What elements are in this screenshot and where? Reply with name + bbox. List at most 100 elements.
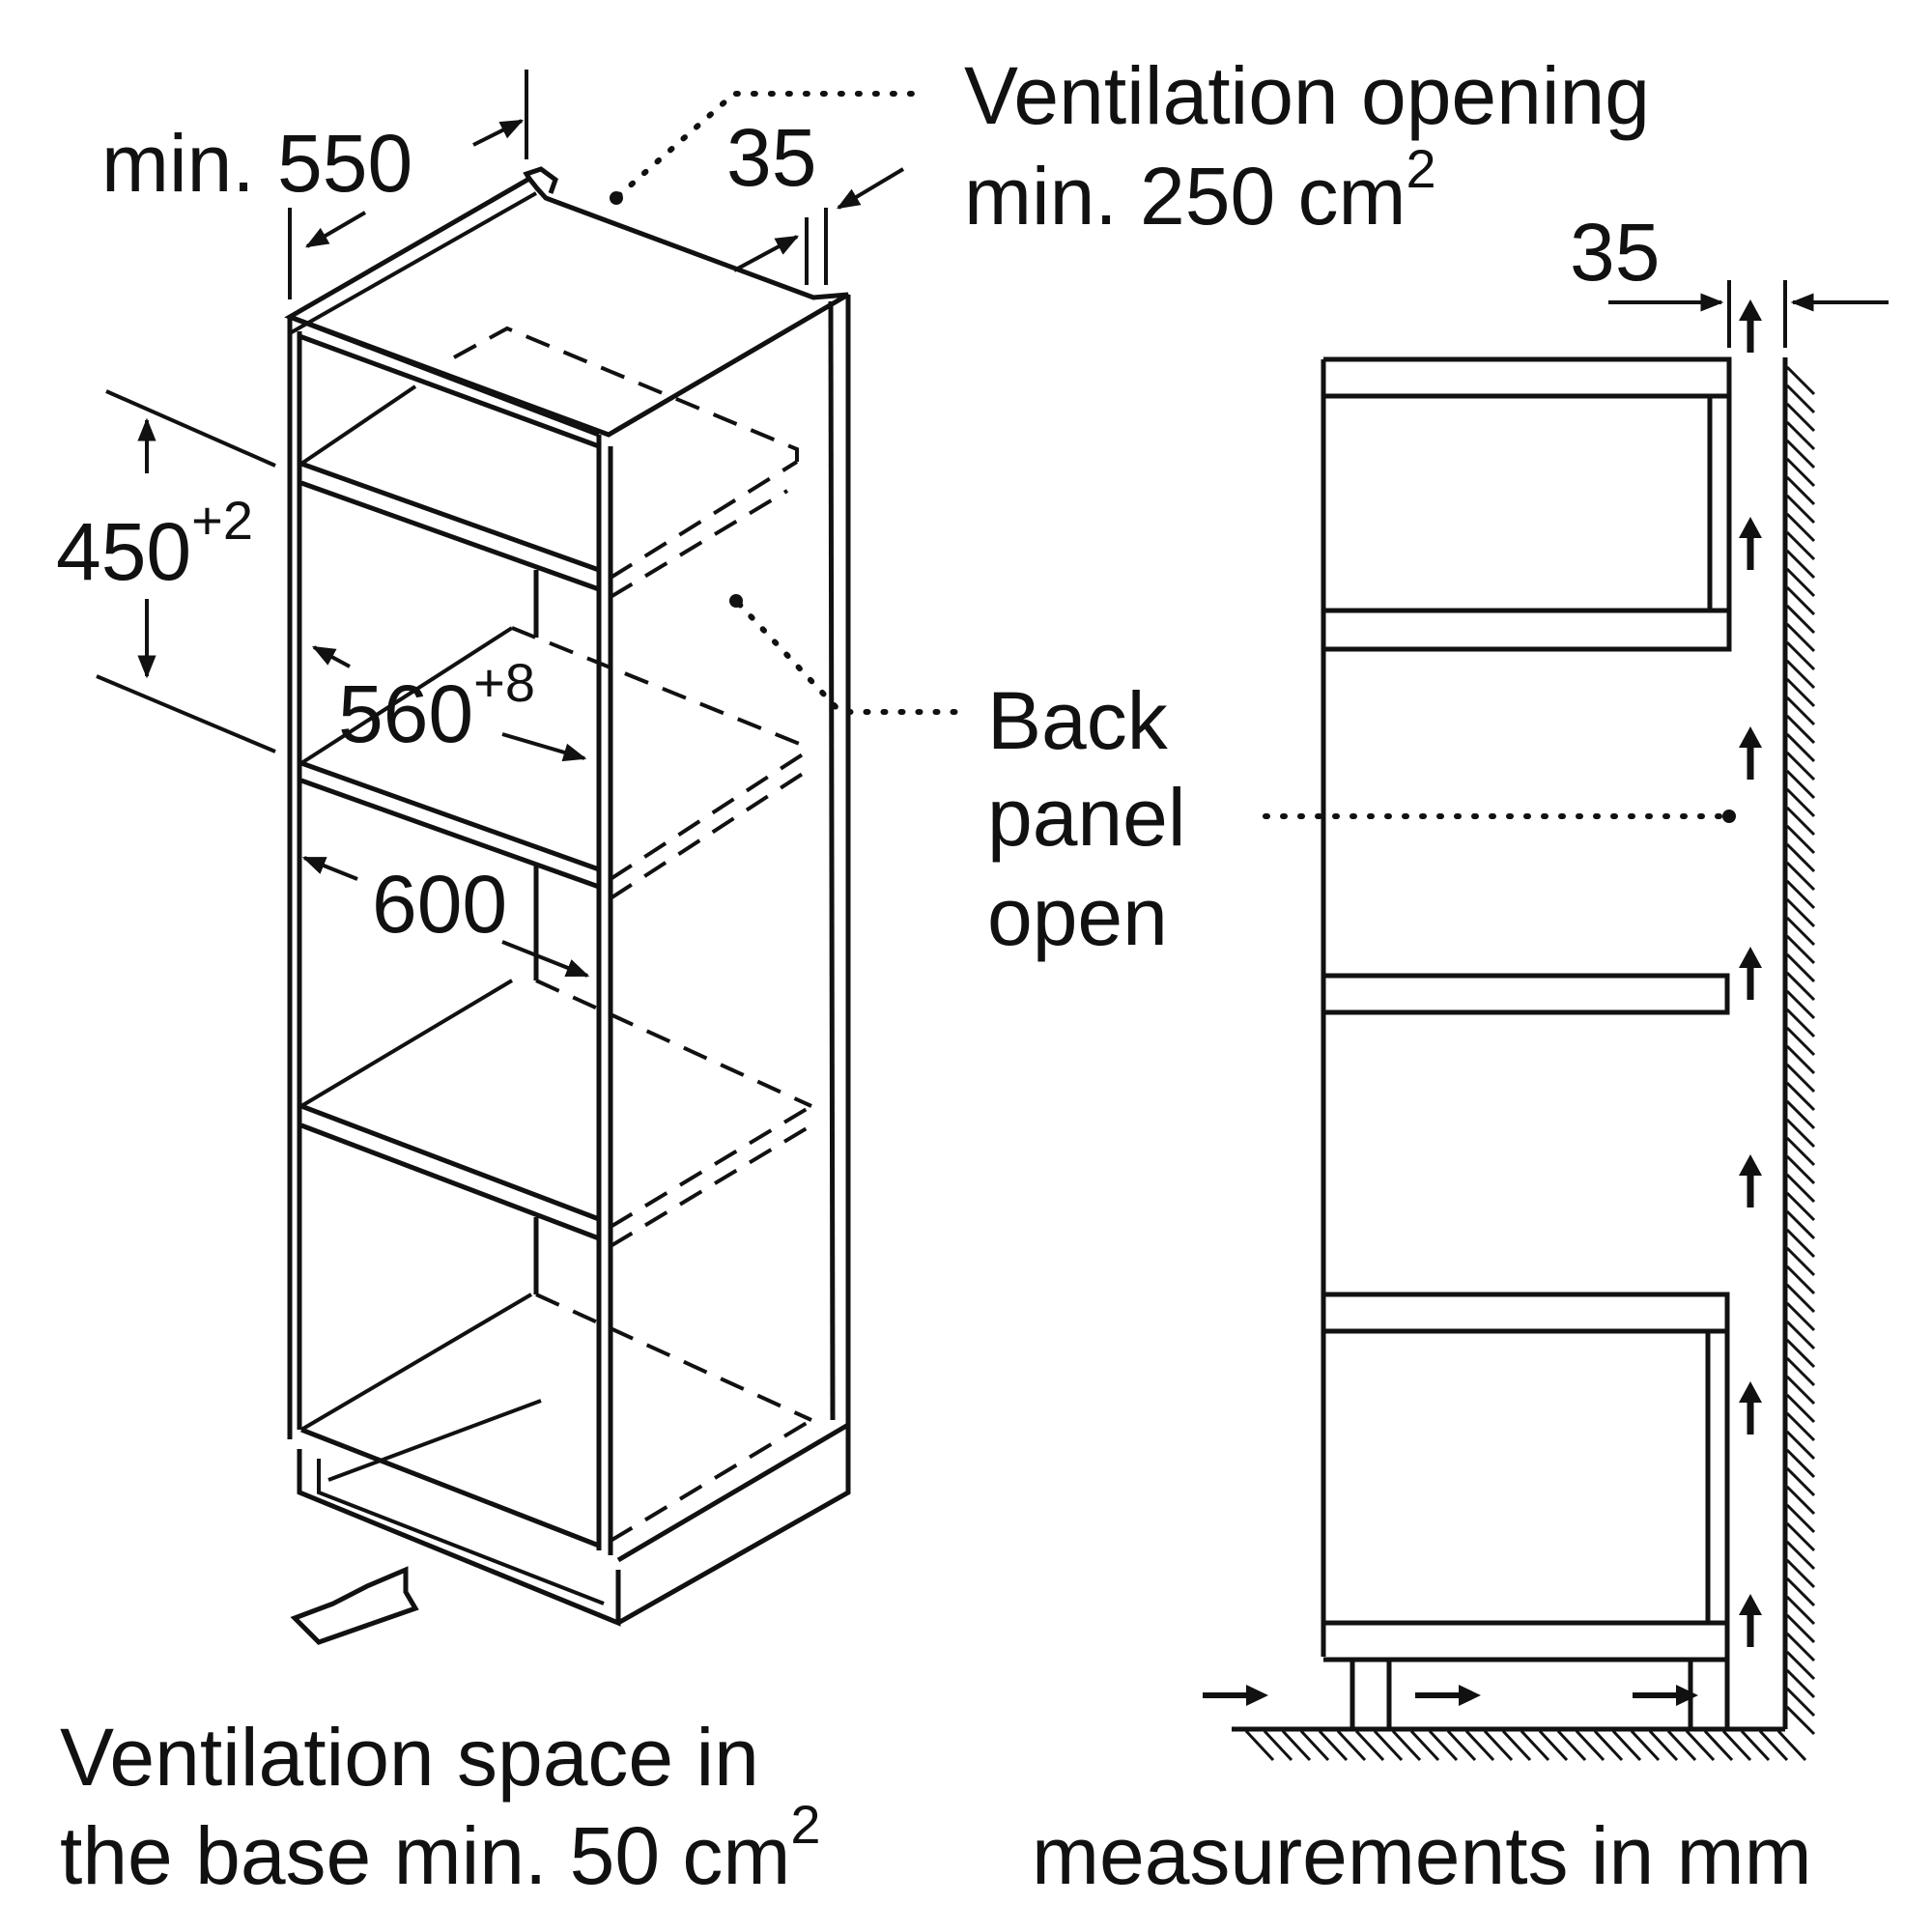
wall-hatch-stroke <box>1785 1081 1816 1112</box>
wall-hatch-stroke <box>1785 585 1816 616</box>
wall-hatch-stroke <box>1785 567 1816 598</box>
airflow-right-arrow-icon <box>1203 1685 1268 1706</box>
wall-hatch-stroke <box>1785 806 1816 837</box>
floor-hatch-stroke <box>1685 1729 1716 1762</box>
floor-hatch-stroke <box>1758 1729 1789 1762</box>
wall-hatch-stroke <box>1785 494 1816 525</box>
wall-hatch-stroke <box>1785 1209 1816 1240</box>
floor-hatch-stroke <box>1666 1729 1697 1762</box>
wall-hatch-stroke <box>1785 1301 1816 1332</box>
wall-hatch-stroke <box>1785 751 1816 781</box>
wall-hatch-stroke <box>1785 1136 1816 1167</box>
wall-hatch-stroke <box>1785 824 1816 855</box>
side-35-dimension <box>1608 280 1889 348</box>
wall-hatch-stroke <box>1785 787 1816 818</box>
wall-hatch-stroke <box>1785 696 1816 726</box>
floor-hatch-stroke <box>1428 1729 1459 1762</box>
wall-hatch-stroke <box>1785 1650 1816 1681</box>
airflow-right-arrow-icon <box>1415 1685 1481 1706</box>
floor-hatch-stroke <box>1538 1729 1569 1762</box>
wall-hatch-stroke <box>1785 1375 1816 1406</box>
wall-hatch-stroke <box>1785 677 1816 708</box>
floor-hatch-stroke <box>1373 1729 1404 1762</box>
label-back: Back <box>987 675 1169 766</box>
floor-hatch-stroke <box>1354 1729 1385 1762</box>
wall-hatch-stroke <box>1785 384 1816 414</box>
cabinet-dimensions <box>96 70 905 978</box>
floor-hatch-stroke <box>1244 1729 1275 1762</box>
wall-hatch-stroke <box>1785 1521 1816 1552</box>
wall-hatch-stroke <box>1785 732 1816 763</box>
floor-hatch-stroke <box>1593 1729 1624 1762</box>
wall-hatch-stroke <box>1785 1228 1816 1259</box>
wall-hatch-stroke <box>1785 439 1816 469</box>
wall-hatch-stroke <box>1785 365 1816 396</box>
wall-hatch-stroke <box>1785 402 1816 433</box>
wall-hatch-stroke <box>1785 1448 1816 1479</box>
label-ventilation-base-line2: the base min. 50 cm2 <box>60 1794 821 1901</box>
wall-hatch-stroke <box>1785 1118 1816 1149</box>
wall-hatch-stroke <box>1785 1595 1816 1626</box>
airflow-up-arrow-icon <box>1739 299 1762 353</box>
wall-hatch-stroke <box>1785 714 1816 745</box>
wall-hatch-stroke <box>1785 1044 1816 1075</box>
wall-hatch-stroke <box>1785 1668 1816 1699</box>
wall-hatch-stroke <box>1785 475 1816 506</box>
label-35-top: 35 <box>726 112 816 203</box>
floor-hatch-stroke <box>1318 1729 1349 1762</box>
airflow-arrows <box>1203 299 1762 1706</box>
wall-hatch-stroke <box>1785 1687 1816 1718</box>
wall-hatch-stroke <box>1785 1393 1816 1424</box>
label-ventilation-area: min. 250 cm2 <box>964 138 1436 242</box>
airflow-up-arrow-icon <box>1739 1154 1762 1208</box>
wall-hatch-stroke <box>1785 1558 1816 1589</box>
wall-hatch-stroke <box>1785 512 1816 543</box>
wall-hatch-stroke <box>1785 1430 1816 1461</box>
leader-lines <box>610 91 1736 823</box>
wall-hatch-stroke <box>1785 1099 1816 1130</box>
airflow-up-arrow-icon <box>1739 726 1762 780</box>
floor-hatch-stroke <box>1648 1729 1679 1762</box>
wall-hatch-stroke <box>1785 1063 1816 1094</box>
wall-hatch-stroke <box>1785 1613 1816 1644</box>
floor-hatch-stroke <box>1263 1729 1293 1762</box>
wall-hatch-stroke <box>1785 420 1816 451</box>
wall-hatch-stroke <box>1785 861 1816 892</box>
label-width-560: 560+8 <box>338 652 535 759</box>
floor-hatch-stroke <box>1575 1729 1605 1762</box>
wall-hatch-stroke <box>1785 1705 1816 1736</box>
wall-hatch-stroke <box>1785 1283 1816 1314</box>
wall-hatch <box>1785 365 1816 1736</box>
wall-hatch-stroke <box>1785 1008 1816 1038</box>
wall-hatch-stroke <box>1785 1320 1816 1350</box>
airflow-right-arrow-icon <box>1633 1685 1698 1706</box>
label-ventilation-opening: Ventilation opening <box>964 50 1650 141</box>
label-panel: panel <box>987 772 1186 863</box>
wall-hatch-stroke <box>1785 897 1816 928</box>
wall-hatch-stroke <box>1785 971 1816 1002</box>
floor-hatch-stroke <box>1611 1729 1642 1762</box>
floor-hatch-stroke <box>1464 1729 1495 1762</box>
floor-hatch-stroke <box>1409 1729 1440 1762</box>
airflow-up-arrow-icon <box>1739 1381 1762 1435</box>
wall-hatch-stroke <box>1785 1191 1816 1222</box>
wall-hatch-stroke <box>1785 640 1816 671</box>
floor-hatch-stroke <box>1501 1729 1532 1762</box>
wall-hatch-stroke <box>1785 549 1816 580</box>
airflow-up-arrow-icon <box>1739 1594 1762 1647</box>
wall-hatch-stroke <box>1785 842 1816 873</box>
floor-hatch-stroke <box>1703 1729 1734 1762</box>
floor-hatch-stroke <box>1446 1729 1477 1762</box>
label-600: 600 <box>372 859 507 950</box>
wall-hatch-stroke <box>1785 1466 1816 1497</box>
wall-hatch-stroke <box>1785 1503 1816 1534</box>
floor-hatch <box>1244 1729 1807 1762</box>
floor-hatch-stroke <box>1281 1729 1312 1762</box>
floor-hatch-stroke <box>1556 1729 1587 1762</box>
wall-hatch-stroke <box>1785 769 1816 800</box>
floor-hatch-stroke <box>1391 1729 1422 1762</box>
floor-hatch-stroke <box>1520 1729 1550 1762</box>
airflow-up-arrow-icon <box>1739 947 1762 1000</box>
wall-hatch-stroke <box>1785 934 1816 965</box>
